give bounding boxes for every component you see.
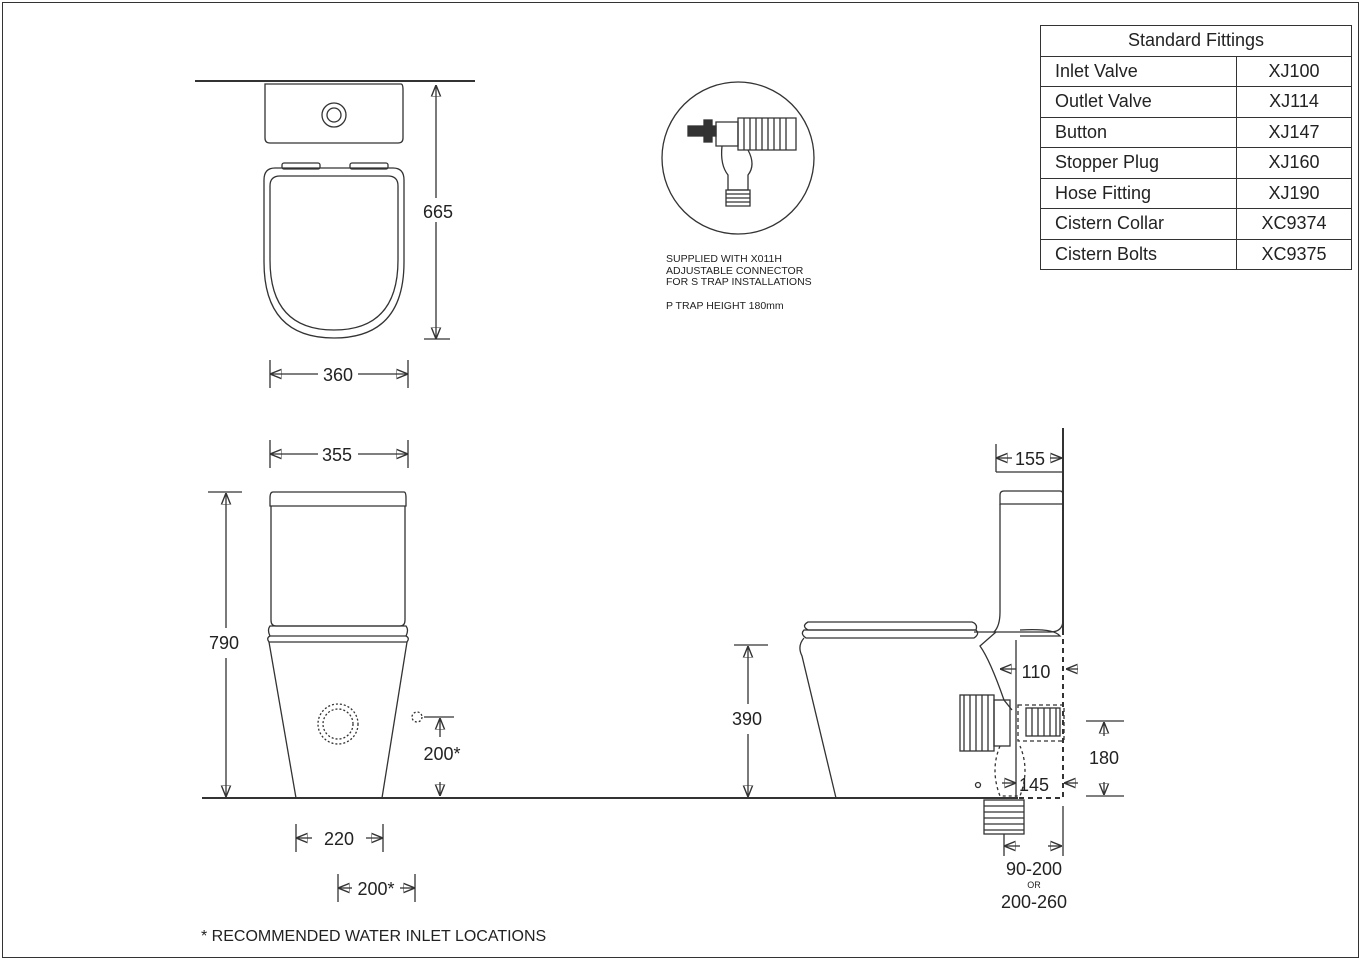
fitting-code: XJ160 [1236, 147, 1352, 179]
fitting-code: XC9375 [1236, 238, 1352, 270]
front-view [202, 440, 1018, 902]
water-inlet-icon [411, 711, 423, 723]
front-height-label: 790 [209, 633, 239, 653]
fitting-code: XC9374 [1236, 208, 1352, 240]
fitting-name: Outlet Valve [1040, 86, 1237, 118]
top-view [195, 80, 475, 388]
front-inlet-offset-label: 200* [357, 879, 394, 899]
top-depth-label: 665 [423, 202, 453, 222]
connector-detail [661, 81, 815, 235]
top-width-label: 360 [323, 365, 353, 385]
connector-note-line2: ADJUSTABLE CONNECTOR [666, 265, 804, 277]
ptrap-connector-icon [959, 694, 1065, 835]
fitting-name: Inlet Valve [1040, 55, 1237, 87]
fittings-title: Standard Fittings [1040, 25, 1352, 57]
fitting-name: Cistern Collar [1040, 208, 1237, 240]
inlet-location-icon [317, 703, 359, 745]
footnote: * RECOMMENDED WATER INLET LOCATIONS [201, 928, 547, 945]
side-top-offset-label: 155 [1015, 449, 1045, 469]
front-inlet-height-label: 200* [423, 744, 460, 764]
flush-button-icon [321, 102, 347, 128]
set-out-range-1-label: 90-200 [1006, 859, 1062, 879]
fitting-code: XJ100 [1236, 55, 1352, 87]
fitting-name: Cistern Bolts [1040, 238, 1237, 270]
side-outlet-offset-label: 110 [1022, 662, 1051, 682]
set-out-or-label: OR [1027, 880, 1041, 890]
fitting-code: XJ190 [1236, 177, 1352, 209]
front-base-width-label: 220 [324, 829, 354, 849]
fitting-code: XJ114 [1236, 86, 1352, 118]
fitting-name: Hose Fitting [1040, 177, 1237, 209]
side-145-label: 145 [1019, 775, 1049, 795]
fitting-code: XJ147 [1236, 116, 1352, 148]
ptrap-height-note: P TRAP HEIGHT 180mm [666, 300, 784, 312]
fitting-name: Button [1040, 116, 1237, 148]
side-seat-height-label: 390 [732, 709, 762, 729]
connector-note-line3: FOR S TRAP INSTALLATIONS [666, 276, 812, 288]
side-view [734, 428, 1124, 856]
fitting-name: Stopper Plug [1040, 147, 1237, 179]
side-ptrap-height-label: 180 [1089, 748, 1119, 768]
connector-note-line1: SUPPLIED WITH X011H [666, 253, 782, 265]
set-out-range-2-label: 200-260 [1001, 892, 1067, 912]
front-width-label: 355 [322, 445, 352, 465]
